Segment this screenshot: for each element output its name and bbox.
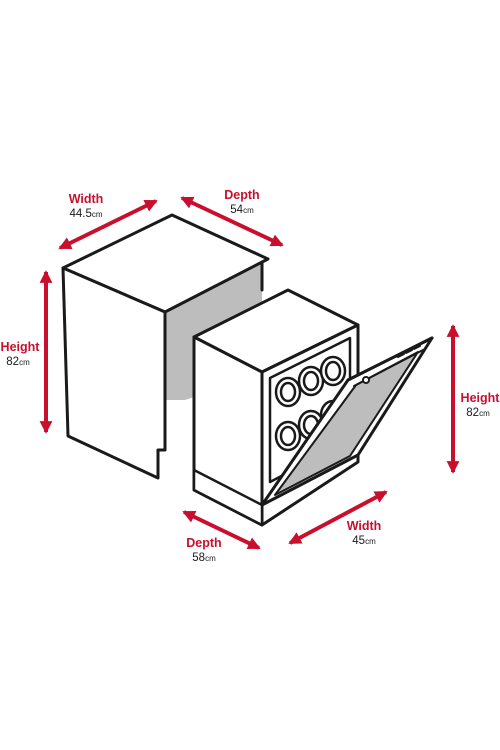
- power-button-icon: [362, 376, 370, 384]
- plate: [324, 360, 342, 382]
- cabinet-depth-title: Depth: [224, 188, 259, 202]
- cabinet-depth-arrow: [180, 196, 284, 247]
- appliance-depth-number: 58: [192, 552, 205, 564]
- appliance-height-value: 82cm: [466, 407, 490, 419]
- cabinet-width-number: 44.5: [69, 208, 91, 220]
- control-button: [413, 345, 421, 350]
- cabinet-height-unit: cm: [19, 358, 30, 367]
- cabinet-height-value: 82cm: [6, 356, 30, 368]
- appliance-width-number: 45: [352, 535, 365, 547]
- dimension-labels: Width 44.5cm Depth 54cm Height 82cm Dept…: [1, 188, 500, 564]
- appliance-width-unit: cm: [365, 537, 376, 546]
- appliance-depth-value: 58cm: [192, 552, 216, 564]
- cabinet-side-panel: [61, 266, 167, 480]
- control-buttons: [397, 345, 421, 358]
- appliance-depth-title: Depth: [186, 536, 221, 550]
- appliance-depth-unit: cm: [205, 554, 216, 563]
- plate: [279, 381, 297, 403]
- appliance-height-unit: cm: [479, 409, 490, 418]
- cabinet-height-number: 82: [6, 356, 19, 368]
- cabinet-width-value: 44.5cm: [69, 208, 102, 220]
- cabinet-depth-number: 54: [230, 204, 243, 216]
- upper-rack: [274, 355, 347, 408]
- plate: [302, 370, 320, 392]
- control-button: [405, 349, 413, 354]
- appliance-width-value: 45cm: [352, 535, 376, 547]
- cabinet-depth-value: 54cm: [230, 204, 254, 216]
- plate: [279, 425, 297, 447]
- appliance-height-title: Height: [461, 391, 500, 405]
- appliance-width-title: Width: [347, 519, 382, 533]
- dishwasher-control-strip: [346, 336, 434, 382]
- control-button: [397, 353, 405, 358]
- cabinet-width-arrow: [58, 199, 158, 250]
- appliance-height-number: 82: [466, 407, 479, 419]
- cabinet-height-title: Height: [1, 340, 41, 354]
- cabinet-depth-unit: cm: [243, 206, 254, 215]
- appliance-width-arrow: [288, 490, 388, 545]
- appliance-depth-arrow: [182, 510, 261, 550]
- dimension-arrows: [39, 196, 460, 550]
- dishwasher: [192, 288, 434, 527]
- cabinet-width-title: Width: [69, 192, 104, 206]
- cabinet-width-unit: cm: [92, 210, 103, 219]
